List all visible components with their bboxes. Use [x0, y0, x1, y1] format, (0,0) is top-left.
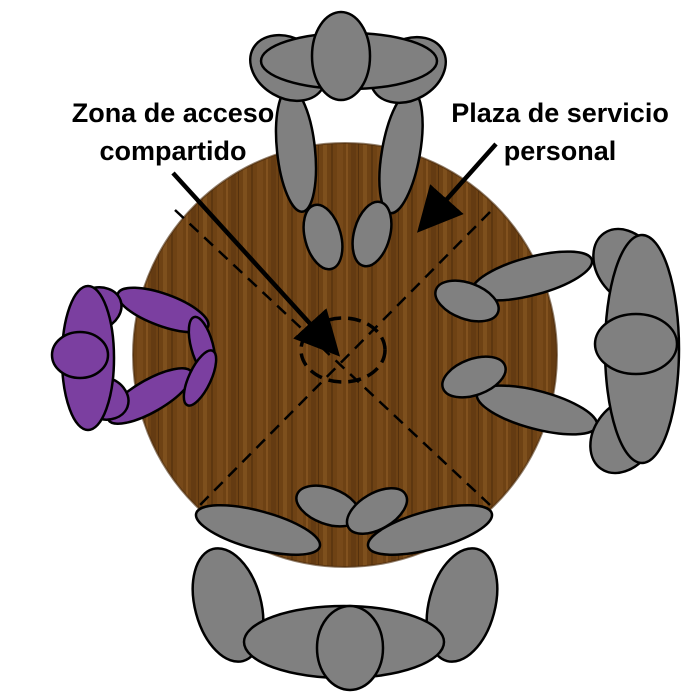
diner-bottom-head — [317, 606, 383, 690]
diner-top-head — [312, 12, 370, 100]
diner-right-head — [595, 314, 677, 374]
shared-zone-label-line-1: Zona de acceso — [8, 94, 338, 132]
diner-bottom — [181, 478, 509, 690]
diner-left-head — [52, 332, 108, 378]
shared-zone-label: Zona de acceso compartido — [8, 94, 338, 170]
personal-place-label: Plaza de servicio personal — [430, 94, 690, 170]
personal-place-label-line-1: Plaza de servicio — [430, 94, 690, 132]
personal-place-label-line-2: personal — [430, 132, 690, 170]
shared-zone-label-line-2: compartido — [8, 132, 338, 170]
